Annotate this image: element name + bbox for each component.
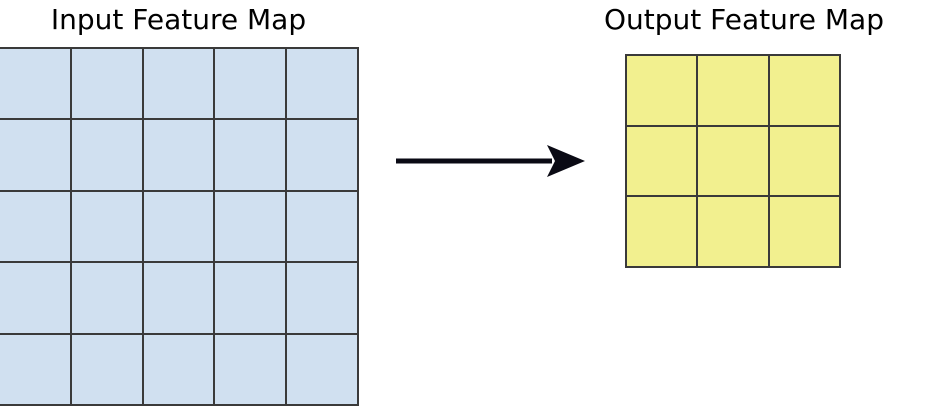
- input-feature-map-grid: [0, 47, 359, 406]
- input-grid-cell: [0, 191, 70, 262]
- input-grid-cell: [215, 191, 286, 262]
- input-grid-cell: [0, 334, 70, 404]
- input-grid-cell: [215, 49, 286, 119]
- input-grid-cell: [71, 334, 142, 404]
- input-grid-cell: [143, 334, 214, 404]
- input-grid-cell: [71, 191, 142, 262]
- input-grid-cell: [143, 49, 214, 119]
- input-grid-cell: [143, 191, 214, 262]
- input-grid-cell: [143, 120, 214, 190]
- input-grid-cell: [71, 49, 142, 119]
- output-feature-map-title: Output Feature Map: [604, 3, 884, 36]
- input-grid-cell: [215, 334, 286, 404]
- input-grid-cell: [71, 263, 142, 333]
- input-grid-cell: [0, 49, 70, 119]
- output-grid-cell: [698, 56, 768, 125]
- input-grid-cell: [287, 120, 357, 190]
- input-grid-cell: [0, 263, 70, 333]
- input-grid-cell: [287, 191, 357, 262]
- input-grid-cell: [287, 49, 357, 119]
- input-grid-cell: [0, 120, 70, 190]
- output-grid-cell: [627, 197, 697, 266]
- input-grid-cell: [287, 334, 357, 404]
- input-grid-cell: [71, 120, 142, 190]
- output-grid-cell: [769, 197, 839, 266]
- right-arrow-icon: [396, 145, 585, 177]
- output-grid-cell: [627, 56, 697, 125]
- input-feature-map-title: Input Feature Map: [50, 3, 307, 36]
- input-grid-cell: [143, 263, 214, 333]
- output-grid-cell: [698, 126, 768, 196]
- input-grid-cell: [215, 263, 286, 333]
- output-grid-cell: [769, 126, 839, 196]
- input-grid-cell: [287, 263, 357, 333]
- output-grid-cell: [627, 126, 697, 196]
- output-grid-cell: [769, 56, 839, 125]
- output-grid-cell: [698, 197, 768, 266]
- output-feature-map-grid: [625, 54, 841, 268]
- input-grid-cell: [215, 120, 286, 190]
